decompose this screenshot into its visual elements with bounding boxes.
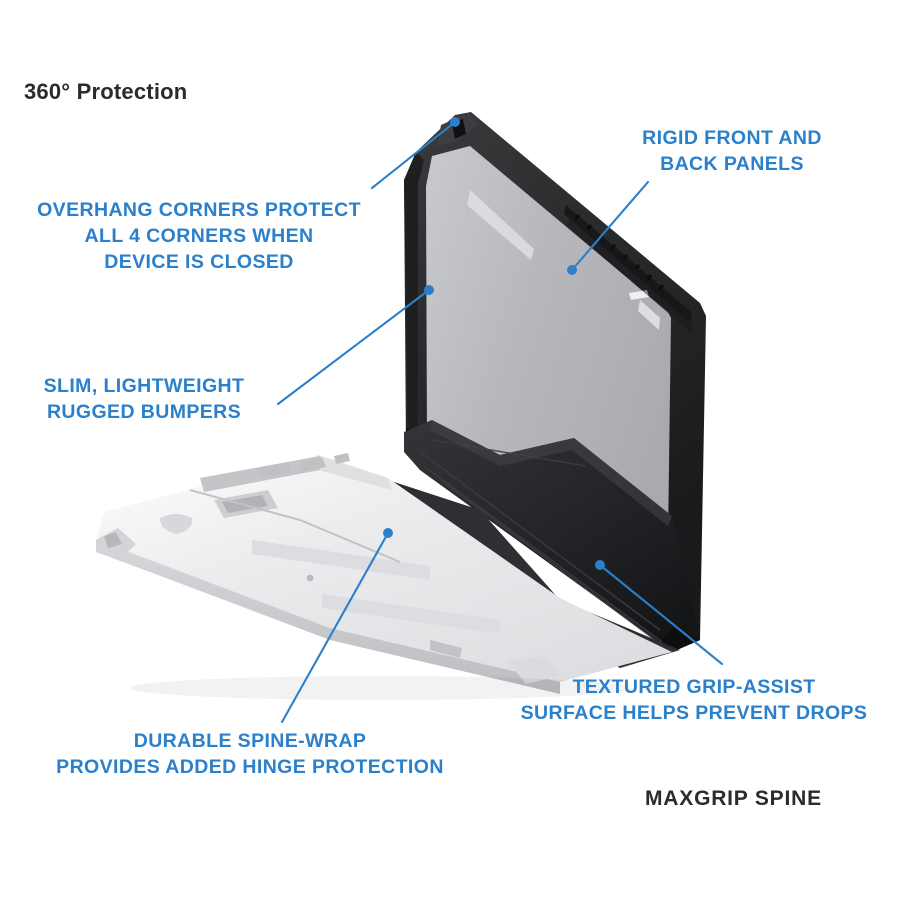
dot-overhang [450,117,460,127]
base-vent-oval [160,514,193,534]
base-strip-upper [252,540,430,580]
base-screw-dot [306,574,314,582]
base-hinge-seam [189,489,401,563]
base-overhang-corner-right [508,656,560,684]
base-corner-notch [104,532,122,548]
dot-textured [595,560,605,570]
callout-leaders [276,120,724,724]
panel-sheen-upper [467,190,534,260]
laptop-base [96,453,680,700]
maxgrip-spine-wrap [404,420,700,652]
dot-spine [383,528,393,538]
panel-highlight-dash [629,290,649,300]
lid-vent-ribs [564,205,693,333]
base-port-cutouts [256,453,350,478]
callout-dots [383,117,605,570]
dot-bumpers [424,285,434,295]
base-side-wall [96,540,560,694]
base-shadow [130,676,630,700]
leader-line-spine [280,531,390,724]
leader-line-overhang [370,120,457,190]
callout-spine-wrap: DURABLE SPINE-WRAP PROVIDES ADDED HINGE … [56,730,444,778]
callout-rugged-bumpers: SLIM, LIGHTWEIGHT RUGGED BUMPERS [43,375,245,423]
maxgrip-spine-label: MAXGRIP SPINE [645,787,822,810]
callout-overhang-corners: OVERHANG CORNERS PROTECT ALL 4 CORNERS W… [37,199,361,273]
page-title: 360° Protection [24,79,188,104]
callout-textured-grip: TEXTURED GRIP-ASSIST SURFACE HELPS PREVE… [520,676,868,724]
base-front-notch [430,640,462,658]
leader-line-rigid [570,180,650,272]
panel-sheen-edge [638,300,660,330]
base-strip-lower [322,594,500,634]
dot-rigid [567,265,577,275]
laptop-lid [404,112,706,652]
callout-rigid-panels: RIGID FRONT AND BACK PANELS [642,127,822,175]
leader-line-bumpers [276,288,431,406]
leader-line-textured [598,563,724,666]
